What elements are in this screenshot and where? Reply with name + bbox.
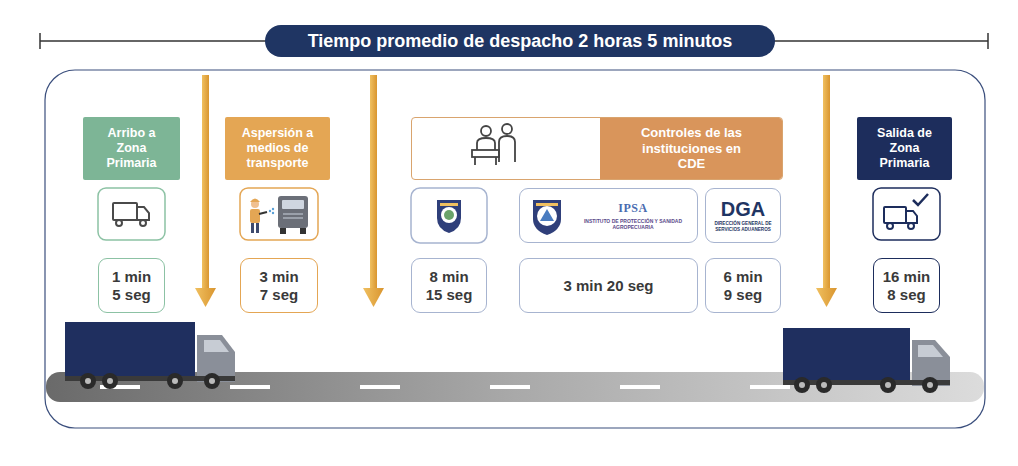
node-label: Controles de las instituciones en CDE [632, 125, 752, 172]
police-badge [437, 200, 461, 233]
icon-box [98, 188, 165, 240]
spray-icon [250, 196, 308, 234]
nicaragua-emblem [533, 200, 561, 235]
timeline-tick [39, 33, 41, 49]
time-box: 3 min 7 seg [240, 258, 318, 313]
stage-header: Salida de Zona Primaria [857, 117, 952, 180]
truck [783, 328, 950, 393]
stage-header: Arribo a Zona Primaria [83, 117, 180, 180]
time-box: 3 min 20 seg [519, 258, 698, 313]
down-arrows [195, 75, 837, 307]
officers-icon [472, 124, 515, 165]
icon-box [873, 188, 940, 240]
time-box: 1 min 5 seg [98, 258, 165, 313]
stage-header: Aspersión a medios de transporte [225, 117, 330, 180]
controls-header: Controles de las instituciones en CDE [411, 117, 783, 180]
time-box: 6 min 9 seg [705, 258, 781, 313]
node-label: Arribo a Zona Primaria [91, 126, 172, 171]
node-label: Aspersión a medios de transporte [233, 126, 322, 171]
institution-logo: IPSA INSTITUTO DE PROTECCIÓN Y SANIDAD AG… [519, 188, 698, 243]
truck [65, 322, 235, 389]
node-label: DGA [721, 199, 765, 219]
truck-icon [113, 203, 149, 226]
duration-text: 16 min 8 seg [882, 268, 932, 303]
duration-text: 3 min 20 seg [563, 277, 653, 294]
truck-check-icon [884, 194, 928, 229]
duration-text: 1 min 5 seg [107, 268, 157, 303]
duration-text: 6 min 9 seg [718, 268, 768, 303]
timeline-tick [987, 33, 989, 49]
node-label: IPSA [618, 201, 647, 216]
logo-box [411, 188, 487, 243]
icon-box [240, 188, 318, 240]
institution-logo: DGA DIRECCIÓN GENERAL DE SERVICIOS ADUANE… [705, 188, 781, 243]
node-label: Salida de Zona Primaria [865, 126, 944, 171]
duration-text: 3 min 7 seg [254, 268, 304, 303]
institution-name: DIRECCIÓN GENERAL DE SERVICIOS ADUANEROS [710, 221, 776, 232]
cde-fill [600, 118, 782, 179]
road-dashes [100, 385, 790, 389]
duration-text: 8 min 15 seg [424, 268, 474, 303]
panel [45, 70, 985, 428]
title-banner: Tiempo promedio de despacho 2 horas 5 mi… [265, 25, 775, 57]
institution-name: INSTITUTO DE PROTECCIÓN Y SANIDAD AGROPE… [577, 218, 689, 230]
time-box: 8 min 15 seg [411, 258, 487, 313]
time-box: 16 min 8 seg [873, 258, 940, 313]
